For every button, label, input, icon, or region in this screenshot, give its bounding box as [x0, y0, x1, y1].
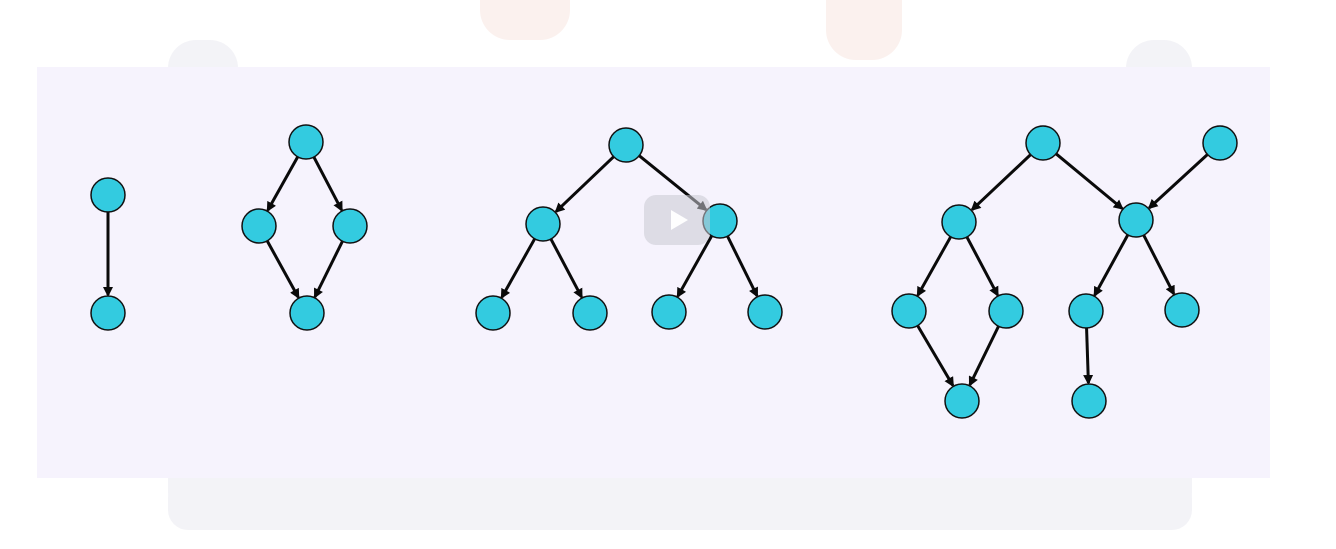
- play-button[interactable]: [644, 195, 710, 245]
- node-dag-e: [988, 293, 1024, 329]
- edge-dag-j-c: [1147, 153, 1209, 210]
- node-dag-j: [1202, 125, 1238, 161]
- node-dag-a: [1025, 125, 1061, 161]
- node-dag-g: [1068, 293, 1104, 329]
- edge-diamond-a-b: [266, 156, 300, 213]
- node-dag-i: [1071, 383, 1107, 419]
- node-binary-tree-b: [525, 206, 561, 242]
- nodes-layer: [90, 124, 1238, 419]
- node-dag-b: [941, 204, 977, 240]
- edges-layer: [103, 152, 1209, 388]
- watermark-shape: [826, 0, 902, 60]
- diagram-panel: [37, 67, 1270, 478]
- edge-dag-a-b: [970, 153, 1032, 212]
- node-chain-b: [90, 295, 126, 331]
- node-binary-tree-a: [608, 127, 644, 163]
- node-binary-tree-f: [651, 294, 687, 330]
- edge-dag-e-f: [968, 325, 1000, 387]
- node-diamond-b: [241, 208, 277, 244]
- node-diamond-a: [288, 124, 324, 160]
- edge-dag-b-d: [916, 236, 952, 298]
- edge-binary-tree-c-g: [726, 235, 759, 298]
- play-icon: [670, 210, 688, 230]
- node-dag-f: [944, 383, 980, 419]
- edge-dag-b-e: [965, 236, 999, 297]
- edge-diamond-a-c: [312, 156, 343, 212]
- edge-dag-d-f: [916, 324, 955, 388]
- watermark-shape: [168, 478, 1192, 530]
- node-binary-tree-e: [572, 295, 608, 331]
- node-diamond-d: [289, 295, 325, 331]
- node-diamond-c: [332, 208, 368, 244]
- edge-binary-tree-b-d: [500, 238, 536, 300]
- node-dag-c: [1118, 202, 1154, 238]
- edge-binary-tree-b-e: [549, 238, 583, 299]
- edge-dag-c-g: [1093, 234, 1130, 297]
- node-dag-h: [1164, 292, 1200, 328]
- edge-dag-g-i: [1083, 327, 1094, 386]
- node-chain-a: [90, 177, 126, 213]
- watermark-shape: [480, 0, 570, 40]
- node-binary-tree-g: [747, 294, 783, 330]
- edge-dag-c-h: [1142, 234, 1176, 296]
- node-dag-d: [891, 293, 927, 329]
- edge-binary-tree-a-b: [554, 155, 615, 213]
- node-binary-tree-d: [475, 295, 511, 331]
- edge-diamond-b-d: [265, 240, 300, 299]
- edge-binary-tree-c-f: [676, 235, 713, 299]
- edge-diamond-c-d: [313, 240, 344, 299]
- edge-dag-a-c: [1055, 152, 1124, 210]
